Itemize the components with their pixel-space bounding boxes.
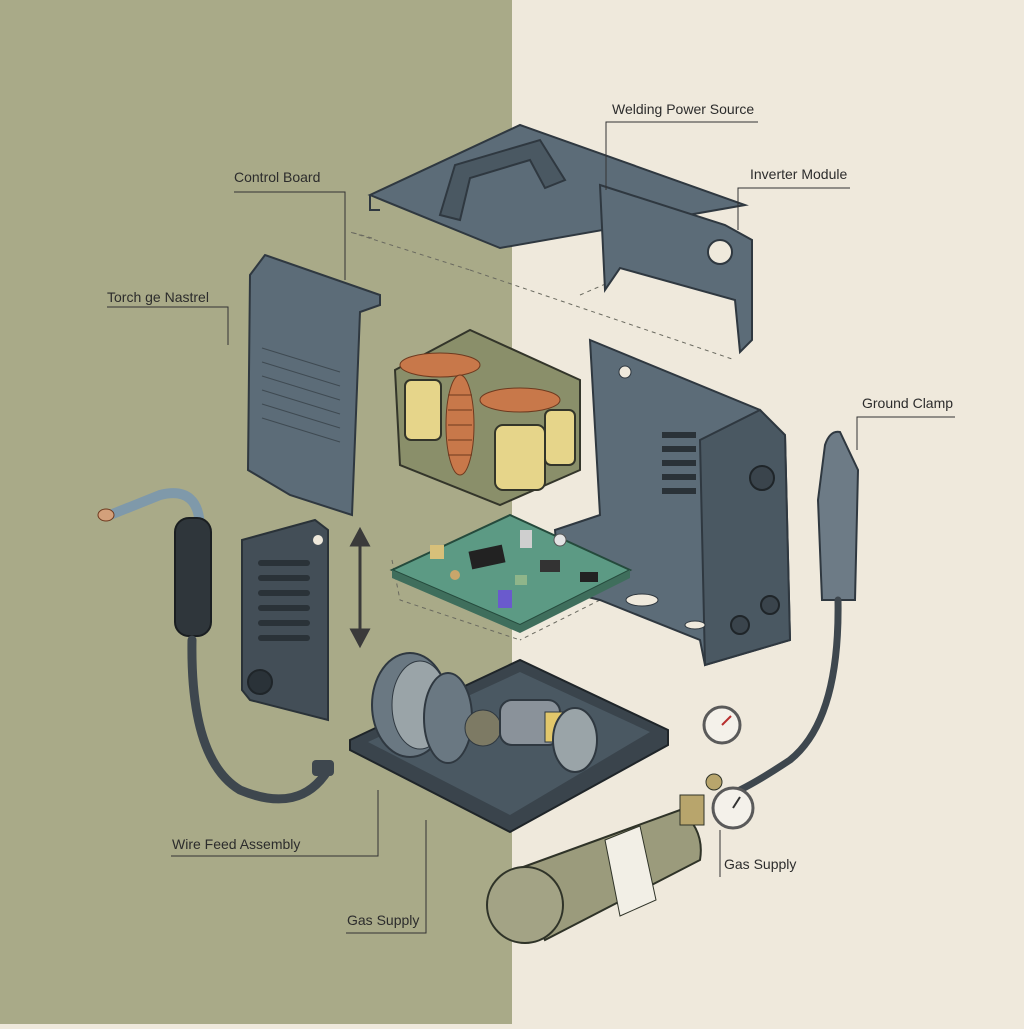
label-gas-supply-left: Gas Supply bbox=[347, 912, 420, 928]
circuit-board bbox=[389, 513, 633, 633]
label-inverter-module: Inverter Module bbox=[750, 166, 848, 182]
welding-torch bbox=[97, 488, 334, 804]
assembly-arrow bbox=[349, 526, 371, 649]
label-control-board: Control Board bbox=[234, 169, 321, 185]
label-ground-clamp: Ground Clamp bbox=[862, 395, 954, 411]
front-cover-left bbox=[246, 253, 381, 517]
wire-feed-assembly bbox=[349, 652, 669, 834]
leader-lines bbox=[107, 121, 955, 934]
front-panel bbox=[241, 518, 329, 722]
label-gas-supply-right: Gas Supply bbox=[724, 856, 797, 872]
label-welding-power-source: Welding Power Source bbox=[612, 101, 755, 117]
label-torch: Torch ge Nastrel bbox=[107, 289, 209, 305]
transformer bbox=[393, 328, 581, 507]
ground-clamp bbox=[736, 430, 860, 794]
label-wire-feed-assembly: Wire Feed Assembly bbox=[172, 836, 301, 852]
left-panel-bg bbox=[0, 0, 512, 1024]
side-cover-right bbox=[598, 183, 753, 355]
gas-cylinder bbox=[486, 773, 755, 944]
pressure-gauge bbox=[702, 705, 742, 745]
